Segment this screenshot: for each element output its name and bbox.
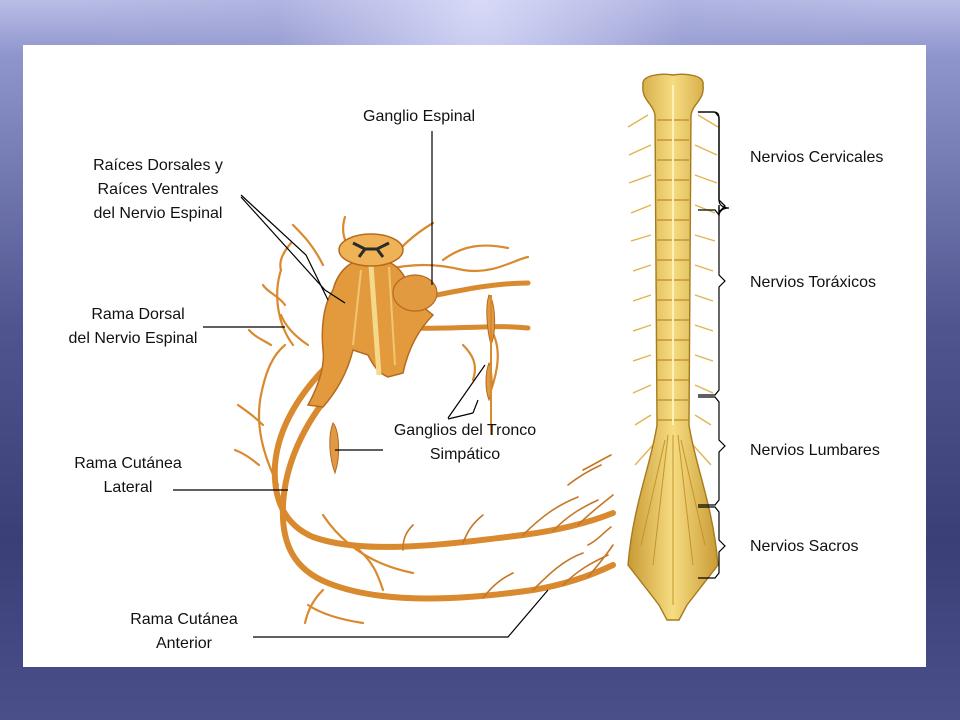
label-nervios-toraxicos: Nervios Toráxicos <box>750 274 876 291</box>
label-ganglios-tronco-line2: Simpático <box>429 446 501 463</box>
spinal-column-illustration <box>627 73 719 621</box>
spinal-nerve-illustration <box>233 215 616 625</box>
label-nervios-lumbares: Nervios Lumbares <box>750 442 880 459</box>
label-rama-cutanea-lateral-line1: Rama Cutánea <box>74 455 182 472</box>
label-rama-cutanea-lateral-line2: Lateral <box>103 479 153 496</box>
label-ganglio-espinal: Ganglio Espinal <box>363 108 476 125</box>
label-raices-line3: del Nervio Espinal <box>93 205 223 222</box>
label-nervios-cervicales: Nervios Cervicales <box>750 149 884 166</box>
label-rama-dorsal-line2: del Nervio Espinal <box>68 330 198 347</box>
label-rama-cutanea-anterior-line1: Rama Cutánea <box>130 611 238 628</box>
region-brackets <box>698 111 730 579</box>
diagram-artwork <box>173 73 730 638</box>
leader-lines <box>173 131 549 638</box>
sympathetic-ganglion-lower <box>329 422 340 475</box>
diagram-panel: Ganglio Espinal Raíces Dorsales y Raíces… <box>23 45 926 667</box>
dorsal-root-ganglion <box>392 274 438 312</box>
label-rama-cutanea-anterior-line2: Anterior <box>155 635 213 652</box>
gray-matter-butterfly <box>352 241 390 258</box>
label-ganglios-tronco-line1: Ganglios del Tronco <box>393 422 537 439</box>
label-nervios-sacros: Nervios Sacros <box>750 538 859 555</box>
label-raices-line1: Raíces Dorsales y <box>93 157 223 174</box>
label-rama-dorsal-line1: Rama Dorsal <box>91 306 185 323</box>
label-raices-line2: Raíces Ventrales <box>97 181 219 198</box>
